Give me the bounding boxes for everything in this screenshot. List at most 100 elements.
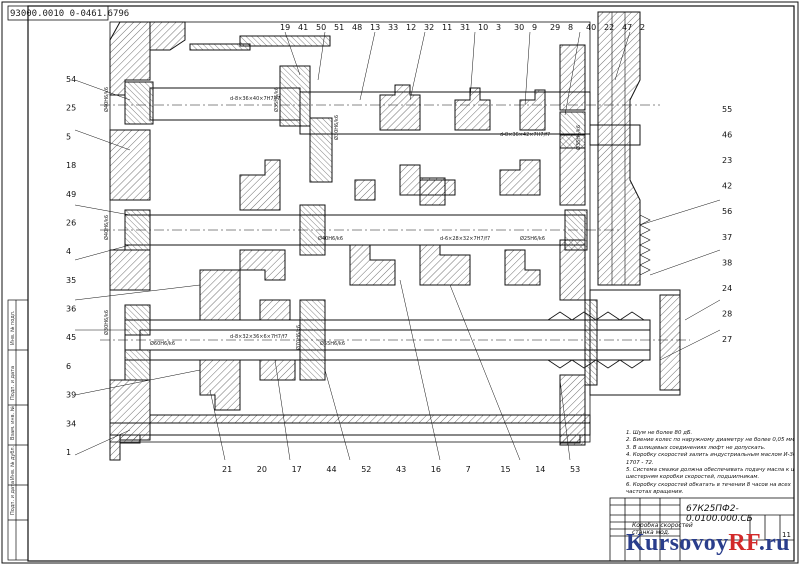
note-line: 1707 - 72. [626,459,654,466]
note-line: шестерням коробки скоростей, подшипникам… [626,474,760,481]
callout-number: 39 [66,391,76,400]
side-strip-label: Взам. инв. № [10,406,16,440]
callout-number: 35 [66,276,76,285]
side-strip-label: Подп. и дата [10,365,16,400]
callout-number: 34 [66,419,76,428]
callout-number: 48 [352,23,362,32]
shaft-input [100,65,660,183]
callout-number: 8 [568,23,573,32]
callout-number: 44 [326,465,336,474]
callout-number: 11 [442,23,452,32]
leader-lines [74,31,721,461]
callout-number: 22 [604,23,614,32]
note-line: 3. В шлицевых соединениях люфт не допуск… [626,444,766,451]
callout-number: 14 [535,465,545,474]
drawing-title: Коробка скоростей станка мод. [632,522,693,536]
callout-number: 55 [722,105,732,114]
callout-number: 52 [361,465,371,474]
callout-number: 50 [316,23,326,32]
brand-left: Kursovoy [626,530,729,556]
note-line: 5. Система смазки должна обеспечивать по… [626,467,794,474]
callout-number: 43 [396,465,406,474]
callout-number: 18 [66,161,76,170]
callout-number: 25 [66,104,76,113]
callout-number: 19 [280,23,290,32]
callout-number: 1 [66,448,71,457]
sheet-number: 11 [782,531,791,539]
callout-number: 47 [622,23,632,32]
callout-number: 45 [66,333,76,342]
callout-number: 20 [257,465,267,474]
shaft-output [100,299,690,381]
callout-number: 23 [722,156,732,165]
gears-shaft-output [199,269,296,411]
side-strip-label: Инв. № дубл. [10,445,16,480]
note-line: частотах вращения. [626,489,684,496]
dimension-label: Ø60Н6/k6 [150,340,175,347]
callout-number: 40 [586,23,596,32]
dimension-label: Ø40Н6/k6 [103,87,110,112]
dimension-label: Ø30Н6/k6 [103,310,110,335]
side-strip-label: Инв. № подл. [10,310,16,346]
callout-number: 42 [722,182,732,191]
dimension-label: Ø55Н6/k6 [320,340,345,347]
callout-number: 15 [500,465,510,474]
side-strip-label: Подп. и дата [10,480,16,515]
callout-number: 37 [722,233,732,242]
callout-number: 12 [406,23,416,32]
dimension-label: d-8×36×42×7H7/f7 [500,132,550,138]
callout-number: 49 [66,190,76,199]
callout-number: 6 [66,362,71,371]
brand-tld: .ru [758,530,790,556]
callout-number: 38 [722,258,732,267]
note-line: 4. Коробку скоростей залить индустриальн… [626,452,794,459]
dimension-label: Ø40Н6/k6 [318,235,343,242]
dimension-label: d-6×28×32×7H7/f7 [440,236,490,242]
clutch-assembly [547,289,681,396]
callout-number: 10 [478,23,488,32]
watermark-brand: KursovoyRF.ru [626,530,790,557]
callout-number: 16 [431,465,441,474]
dimension-label: Ø35Н6/k6 [273,87,280,112]
callout-number: 54 [66,75,76,84]
dimension-label: Ø70Н6/k6 [295,325,302,350]
callout-number: 4 [66,247,71,256]
callout-number: 2 [640,23,645,32]
dimension-annotations: d-8×36×40×7H7/f7d-8×36×42×7H7/f7d-6×28×3… [103,87,582,350]
shaft-intermediate [100,204,620,256]
callout-number: 27 [722,335,732,344]
note-line: 6. Коробку скоростей обкатать в течении … [626,481,791,488]
note-line: 2. Биение колес по наружному диаметру не… [626,437,794,444]
housing [109,21,591,461]
dimension-label: d-8×32×36×6×7H7/f7 [230,334,288,340]
drawing-title-line1: Коробка скоростей [632,522,693,529]
callout-number: 30 [514,23,524,32]
gears-shaft-intermediate [239,159,541,286]
housing-outline [109,21,591,443]
callout-number: 3 [496,23,501,32]
callout-number: 29 [550,23,560,32]
note-line: 1. Шум не более 80 дБ. [626,430,693,436]
callout-number: 9 [532,23,537,32]
pulley [597,11,651,286]
gears-shaft-input [379,84,546,196]
callout-number: 41 [298,23,308,32]
stamp-code: 93000.0010 0-0461.6796 [10,9,130,19]
callout-number: 13 [370,23,380,32]
callout-number: 33 [388,23,398,32]
callout-number: 53 [570,465,580,474]
dimension-label: Ø30Н6/k6 [333,115,340,140]
callout-number: 56 [722,207,732,216]
brand-right: RF [728,530,759,556]
callout-number: 32 [424,23,434,32]
dimension-label: Ø25Н6/k6 [520,235,545,242]
bottom-wall [109,422,591,444]
callout-number: 17 [292,465,302,474]
callout-number: 26 [66,218,76,227]
document-code: 67К25ПФ2-0.0100.000.СБ [686,504,753,524]
technical-notes: 1. Шум не более 80 дБ.2. Биение колес по… [626,430,794,497]
title-block [609,497,795,562]
